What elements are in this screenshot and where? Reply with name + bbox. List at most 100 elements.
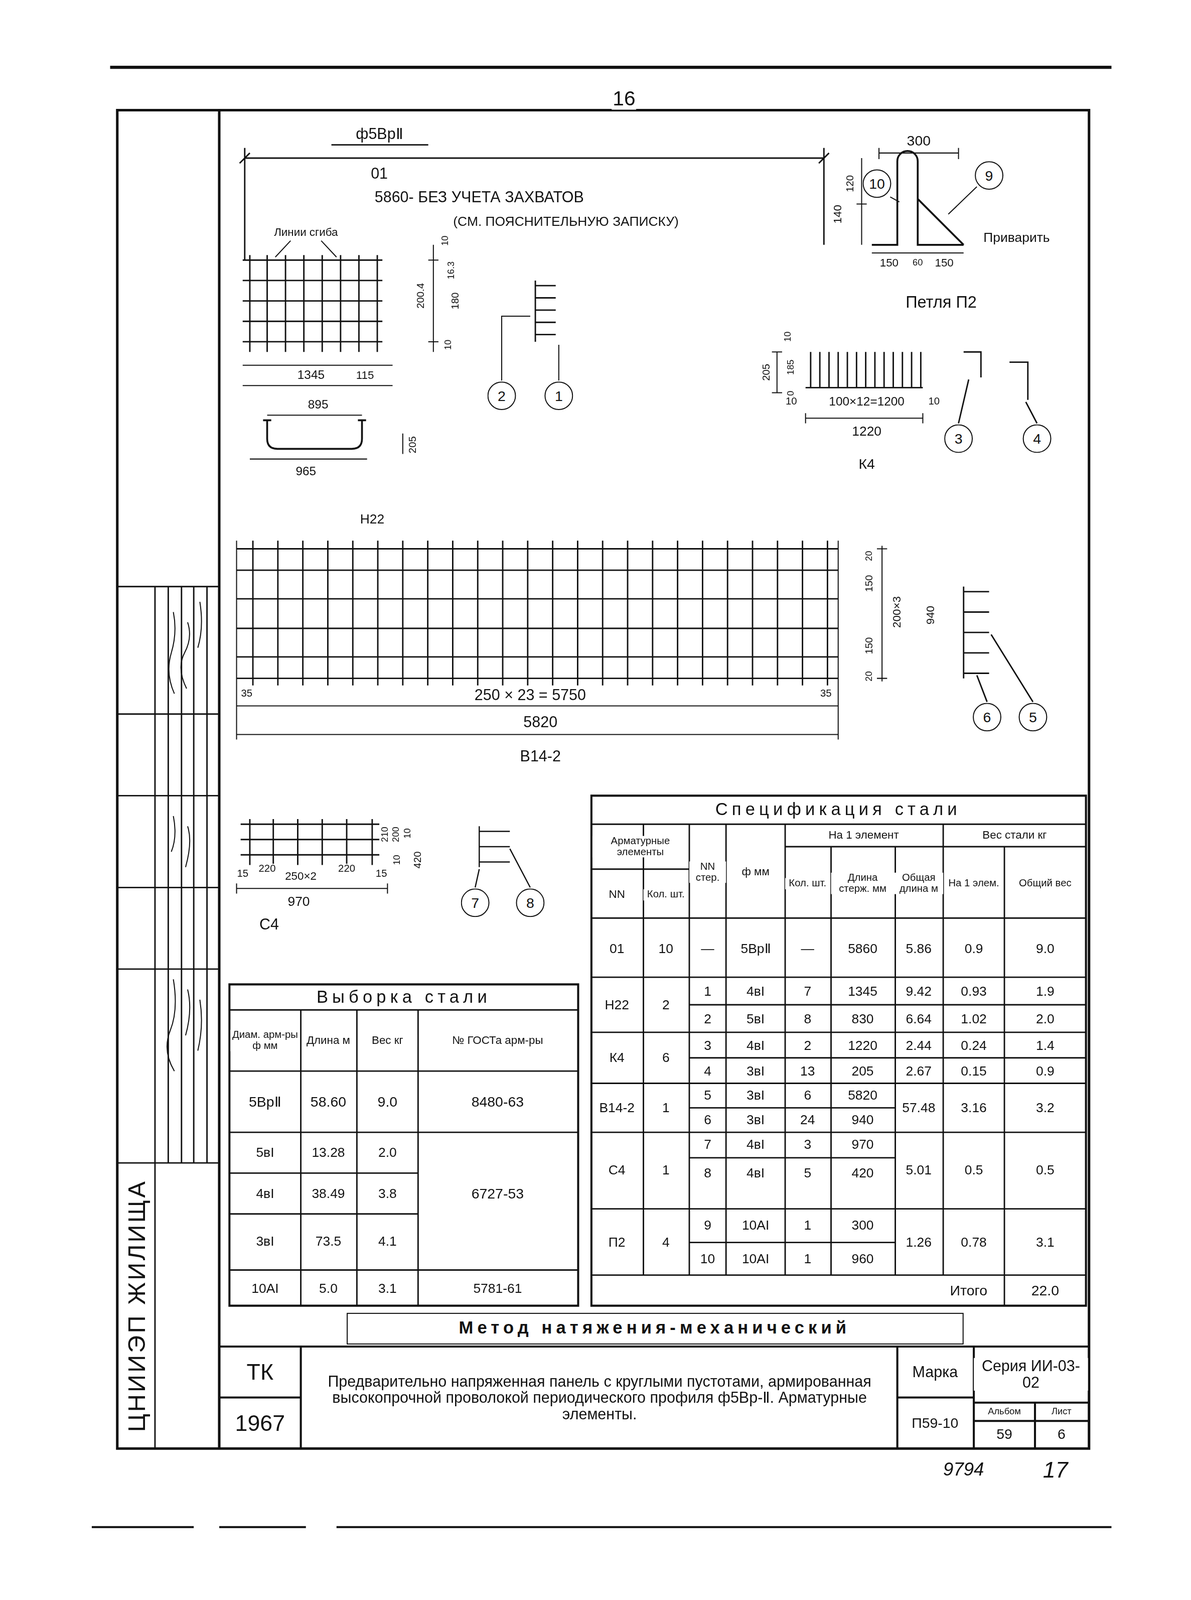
label: 13 [799,1063,816,1078]
label: 60 [911,258,924,268]
label: 0.5 [963,1162,985,1177]
label: (СМ. ПОЯСНИТЕЛЬНУЮ ЗАПИСКУ) [452,214,680,229]
label: 420 [412,849,424,869]
label: Петля П2 [904,294,978,312]
label: 2 [802,1037,813,1053]
label: 5ВрⅡ [247,1093,283,1109]
label: Итого [949,1282,989,1298]
callout-number: 4 [1032,430,1041,448]
label: Н22 [603,997,631,1012]
label: 420 [850,1165,875,1180]
label: 9.0 [1034,941,1056,956]
label: 5.01 [905,1162,934,1177]
label: ф5ВрⅡ [354,125,404,142]
label: На 1 элемент [827,829,900,841]
callout-number: 2 [497,387,506,404]
label: 0.24 [959,1037,988,1053]
label: 1.9 [1034,984,1056,999]
label: ф мм [728,865,783,878]
label: 10 [402,826,413,839]
label: Н22 [359,512,386,527]
label: 150 [864,573,875,593]
label: 3.16 [959,1100,988,1115]
label: 57.48 [901,1100,937,1115]
label: 3 [702,1037,713,1053]
callout-number: 1 [554,387,563,404]
label: 150 [864,636,875,656]
label: 10 [699,1251,716,1266]
label: NN стер. [689,860,726,883]
label: 10 [657,941,675,956]
label: 10АI [250,1280,280,1295]
label: 3.1 [377,1280,398,1295]
callout-circle: 10 [862,169,892,198]
label: 970 [850,1137,875,1152]
label: 01 [369,165,389,182]
label: 300 [906,133,933,149]
label: 1220 [850,424,883,439]
label: К4 [857,456,876,472]
label: Вес стали кг [981,829,1048,841]
label: С4 [607,1162,627,1177]
label: Альбом [986,1406,1022,1416]
label: Кол. шт. [643,888,689,900]
label: В14-2 [519,747,562,764]
label: 220 [257,863,277,874]
label: 1 [802,1217,813,1232]
label: 73.5 [314,1234,343,1249]
label: — [800,941,816,956]
label: Общий вес [1006,877,1084,889]
label: 7 [802,984,813,999]
label: 115 [355,369,376,381]
label: 16.3 [447,260,457,281]
label: 0.93 [959,984,988,999]
label: 15 [374,868,389,879]
callout-circle: 2 [487,381,517,410]
callout-circle: 1 [544,381,573,410]
label: 965 [294,464,318,478]
label: 3.2 [1034,1100,1056,1115]
label: 220 [337,863,357,874]
label: На 1 элем. [944,877,1004,889]
label: 2.44 [905,1037,934,1053]
callout-number: 3 [954,430,963,448]
label: 3вI [745,1088,766,1103]
label: 10 [784,396,799,407]
label: № ГОСТа арм-ры [419,1033,575,1046]
label: 4вI [745,984,766,999]
label: 895 [307,398,330,412]
label: 185 [786,358,797,376]
label: 970 [286,894,311,909]
label: 6 [1056,1426,1067,1442]
callout-number: 7 [471,894,480,912]
label: Предварительно напряженная панель с круг… [310,1373,889,1422]
label: 9 [702,1217,713,1232]
callout-number: 6 [983,708,992,726]
label: 8480-63 [470,1093,526,1109]
note-text: Метод натяжения-механический [459,1317,851,1338]
label: 6.64 [905,1011,934,1026]
label: 1.4 [1034,1037,1056,1053]
label: 140 [832,203,844,225]
callout-circle: 3 [944,424,973,454]
callout-circle: 6 [972,702,1002,731]
label: 4 [702,1063,713,1078]
label: 150 [933,257,955,269]
label: Длина м [302,1033,356,1046]
label: 100×12=1200 [827,395,906,409]
label: 4вI [254,1185,275,1201]
label: 3.1 [1034,1235,1056,1250]
label: 2.0 [377,1145,398,1160]
label: Лист [1050,1406,1073,1416]
label: 5 [802,1165,813,1180]
label: Общая длина м [894,872,944,895]
label: 5вI [254,1145,275,1160]
label: 5860- БЕЗ УЧЕТА ЗАХВАТОВ [373,188,585,205]
label: 10 [927,396,941,407]
label: 3 [802,1137,813,1152]
label: 205 [407,434,419,455]
label: Диам. арм-ры ф мм [230,1029,300,1052]
label: 0.9 [1034,1063,1056,1078]
label: 20 [864,549,875,562]
callout-number: 9 [985,167,994,184]
